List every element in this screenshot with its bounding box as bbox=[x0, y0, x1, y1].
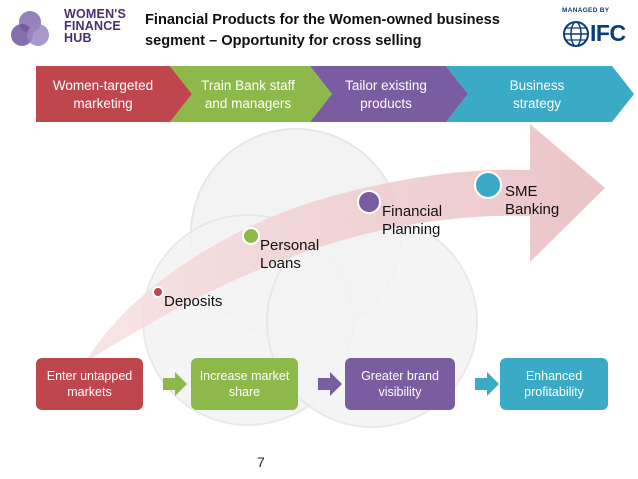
outcome-arrow-2 bbox=[318, 372, 342, 396]
product-dot-1 bbox=[152, 286, 164, 298]
chevron-2 bbox=[170, 66, 332, 122]
product-dot-3 bbox=[357, 190, 381, 214]
ifc-logo-text: IFC bbox=[590, 20, 626, 46]
logo-line-1: WOMEN'S bbox=[64, 7, 127, 21]
outcome-box-3 bbox=[345, 358, 455, 410]
womens-finance-hub-logo bbox=[11, 11, 49, 46]
logo-line-2: FINANCE bbox=[64, 19, 121, 33]
logo-line-3: HUB bbox=[64, 31, 92, 45]
chevron-4 bbox=[446, 66, 634, 122]
managed-by-label: MANAGED BY bbox=[562, 7, 610, 14]
outcome-arrow-3 bbox=[475, 372, 499, 396]
page-number: 7 bbox=[257, 454, 265, 470]
product-dot-2 bbox=[242, 227, 260, 245]
product-label-1: Deposits bbox=[164, 293, 222, 310]
title-line-1: Financial Products for the Women-owned b… bbox=[145, 12, 500, 28]
chevron-3 bbox=[310, 66, 468, 122]
logo-text: WOMEN'S FINANCE HUB bbox=[64, 7, 127, 45]
title-line-2: segment – Opportunity for cross selling bbox=[145, 33, 422, 49]
globe-icon bbox=[563, 21, 589, 47]
outcome-box-2 bbox=[191, 358, 298, 410]
outcome-box-1 bbox=[36, 358, 143, 410]
outcome-arrow-1 bbox=[163, 372, 187, 396]
slide-title: Financial Products for the Women-owned b… bbox=[145, 10, 545, 52]
product-dot-4 bbox=[474, 171, 502, 199]
chevron-1 bbox=[36, 66, 192, 122]
outcome-box-4 bbox=[500, 358, 608, 410]
